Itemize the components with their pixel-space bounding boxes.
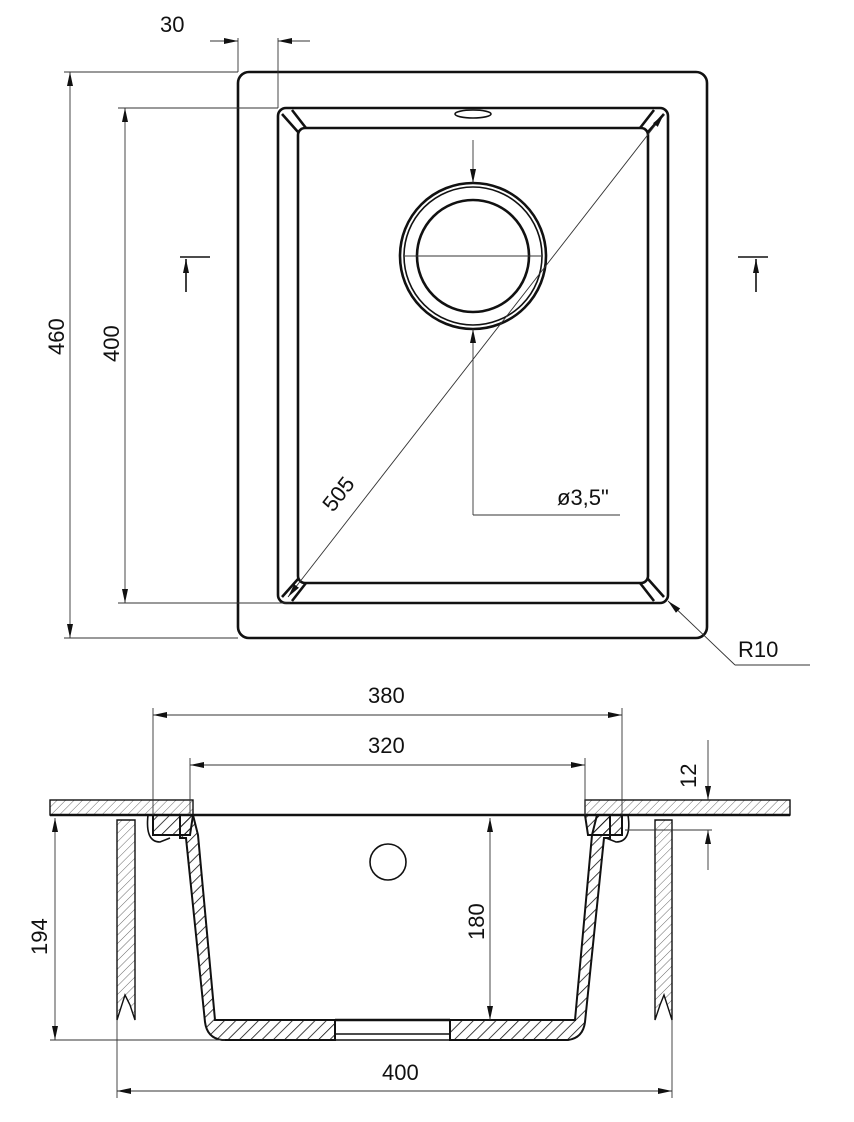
bowl-outer-edge [276, 106, 670, 605]
clip-left [146, 814, 171, 843]
dim-label-12: 12 [676, 764, 701, 788]
dim-label-r10: R10 [738, 637, 778, 662]
section-marker-right [738, 256, 768, 292]
dim-outer-height: 460 [44, 71, 238, 639]
dim-label-460: 460 [44, 318, 69, 355]
countertop-left [49, 799, 194, 816]
dim-label-194: 194 [27, 918, 52, 955]
dim-drain: ø3,5" [470, 140, 620, 516]
dim-label-320: 320 [368, 733, 405, 758]
dim-flange-width: 30 [160, 12, 310, 108]
dim-radius: R10 [667, 600, 810, 666]
flange-left [152, 814, 195, 836]
flange-right [583, 814, 623, 836]
cabinet-wall-right [654, 819, 673, 1021]
drain-outlet [398, 181, 548, 331]
dim-label-505: 505 [317, 472, 359, 516]
dim-label-drain: ø3,5" [557, 485, 609, 510]
dim-bowl-depth: 180 [464, 818, 493, 1020]
dim-label-400-top: 400 [99, 325, 124, 362]
countertop-right [584, 799, 791, 816]
dim-label-380: 380 [368, 683, 405, 708]
sink-wall-right [449, 814, 611, 1041]
drain-opening [335, 1018, 450, 1041]
dim-label-30: 30 [160, 12, 184, 37]
top-view: 30 460 400 505 [44, 12, 810, 666]
section-view: 380 320 12 194 180 [27, 683, 791, 1098]
dim-total-depth: 194 [27, 818, 225, 1041]
sink-wall-left [179, 814, 336, 1041]
cabinet-wall-left [116, 819, 136, 1021]
overflow-hole-section [369, 843, 407, 881]
dim-label-180: 180 [464, 903, 489, 940]
dim-cabinet-width: 400 [116, 1020, 673, 1098]
clip-right [605, 814, 630, 843]
dim-outer-width: 380 [152, 683, 623, 815]
dim-countertop-thickness: 12 [625, 740, 712, 870]
sink-outer-rim [236, 70, 709, 640]
section-marker-left [180, 256, 210, 292]
dim-inner-width: 320 [189, 733, 586, 815]
overflow-hole [454, 109, 492, 119]
dim-inner-height: 400 [99, 107, 290, 604]
dim-label-400-bottom: 400 [382, 1060, 419, 1085]
